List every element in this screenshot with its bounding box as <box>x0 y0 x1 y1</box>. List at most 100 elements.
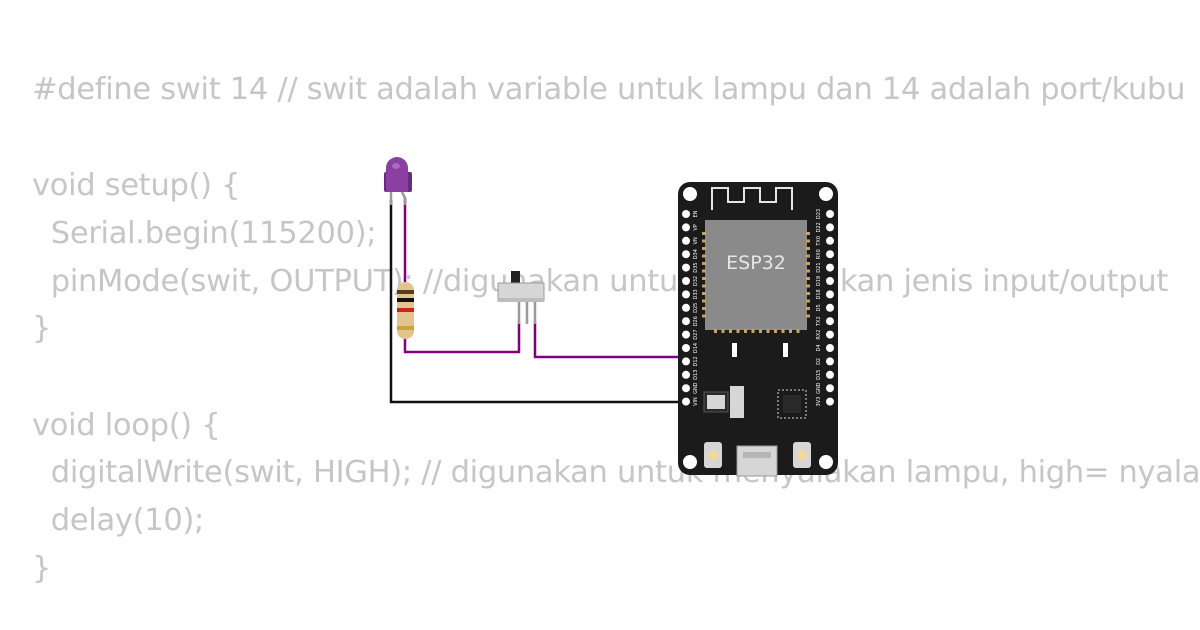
led-anode-leg <box>399 189 407 205</box>
chip-pad <box>806 262 810 265</box>
chip-pad <box>702 254 706 258</box>
code-line-11: } <box>32 551 52 586</box>
pin-label: D15 <box>816 370 822 380</box>
pin-d14[interactable] <box>682 344 690 352</box>
code-line-8: void loop() { <box>32 408 221 443</box>
pin-en[interactable] <box>682 210 690 218</box>
resistor-band-1 <box>397 290 414 294</box>
pin-rx2[interactable] <box>826 330 834 339</box>
chip-pad <box>806 299 810 303</box>
pin-label: D5 <box>816 304 822 311</box>
pin-tx2[interactable] <box>826 317 834 326</box>
chip-pad <box>806 247 810 250</box>
chip-pad <box>806 307 810 310</box>
boot-button-cap <box>797 450 807 460</box>
pin-d26[interactable] <box>682 317 690 326</box>
en-button[interactable] <box>704 442 722 468</box>
chip-pad <box>702 269 706 273</box>
pin-d15[interactable] <box>826 370 834 379</box>
chip-pad <box>796 329 800 333</box>
pin-label: D34 <box>693 249 699 259</box>
pin-d32[interactable] <box>682 277 690 285</box>
voltage-regulator <box>707 395 725 409</box>
chip-pad <box>751 329 755 333</box>
pin-rx0[interactable] <box>826 250 834 259</box>
switch-to-board-wire[interactable] <box>533 322 688 359</box>
resistor-to-switch-wire[interactable] <box>403 322 521 354</box>
chip-pad <box>702 247 706 250</box>
mount-hole <box>819 187 833 201</box>
pin-d22[interactable] <box>826 223 834 232</box>
chip-pads <box>702 232 810 333</box>
pin-label: D19 <box>816 276 822 286</box>
pin-d13[interactable] <box>682 370 690 379</box>
led-body <box>386 157 408 192</box>
esp32-chip <box>705 220 807 330</box>
code-line-10: delay(10); <box>32 503 205 538</box>
chip-pad <box>806 292 810 295</box>
pin-d5[interactable] <box>826 303 834 312</box>
chip-pad <box>774 329 777 333</box>
pin-tx0[interactable] <box>826 236 834 245</box>
switch-knob[interactable] <box>511 271 520 285</box>
pin-label: D26 <box>693 316 699 326</box>
pin-d4[interactable] <box>826 344 834 352</box>
pin-d12[interactable] <box>682 357 690 366</box>
pin-label: RX0 <box>816 249 822 259</box>
chip-pad <box>702 239 706 243</box>
chip-pad <box>806 269 810 273</box>
pin-label: D18 <box>816 289 822 299</box>
chip-pad <box>736 329 740 333</box>
pin-d33[interactable] <box>682 290 690 299</box>
pin-gnd[interactable] <box>826 384 834 393</box>
code-line-6: } <box>32 311 52 346</box>
pin-gnd[interactable] <box>682 384 690 393</box>
regulator-tab <box>730 386 744 418</box>
chip-pad <box>806 239 810 243</box>
resistor-band-3 <box>397 308 414 312</box>
pin-d18[interactable] <box>826 290 834 299</box>
chip-pad <box>702 307 706 310</box>
pin-label: 3V3 <box>816 397 822 407</box>
chip-pad <box>781 329 785 333</box>
pin-vn[interactable] <box>682 236 690 245</box>
chip-pad <box>806 254 810 258</box>
pin-label: TX2 <box>816 316 822 327</box>
pin-d23[interactable] <box>826 210 834 218</box>
pin-label: D4 <box>816 344 822 351</box>
ground-wire[interactable] <box>389 200 688 404</box>
slide-switch[interactable] <box>497 271 545 324</box>
pin-d35[interactable] <box>682 263 690 272</box>
pin-label: VP <box>693 224 699 230</box>
pin-label: D25 <box>693 303 699 313</box>
chip-pad <box>806 284 810 288</box>
pin-d2[interactable] <box>826 357 834 366</box>
pin-d27[interactable] <box>682 330 690 339</box>
pin-d19[interactable] <box>826 277 834 285</box>
pin-vp[interactable] <box>682 223 690 232</box>
pin-label: D27 <box>693 329 699 339</box>
led[interactable] <box>384 157 412 205</box>
chip-pad <box>702 314 706 318</box>
pin-3v3[interactable] <box>826 397 834 406</box>
chip-pad <box>729 329 732 333</box>
micro-usb-port[interactable] <box>736 445 778 477</box>
boot-button[interactable] <box>793 442 811 468</box>
pin-vin[interactable] <box>682 397 690 406</box>
pin-d25[interactable] <box>682 303 690 312</box>
resistor[interactable] <box>397 282 414 339</box>
chip-pad <box>702 292 706 295</box>
chip-pad <box>714 329 717 333</box>
usb-uart-chip <box>777 389 807 419</box>
resistor-band-4 <box>397 326 414 330</box>
pin-d21[interactable] <box>826 263 834 272</box>
pin-label: D21 <box>816 262 822 272</box>
pin-label: VIN <box>693 397 699 406</box>
esp32-board[interactable]: ESP32 ENVPVND34D35D32D33D25D26D27D14D12D… <box>678 182 838 477</box>
switch-base <box>498 298 544 302</box>
chip-pad <box>806 277 810 280</box>
pin-label: D23 <box>816 209 822 219</box>
pin-d34[interactable] <box>682 250 690 259</box>
resistor-band-2 <box>397 298 414 302</box>
